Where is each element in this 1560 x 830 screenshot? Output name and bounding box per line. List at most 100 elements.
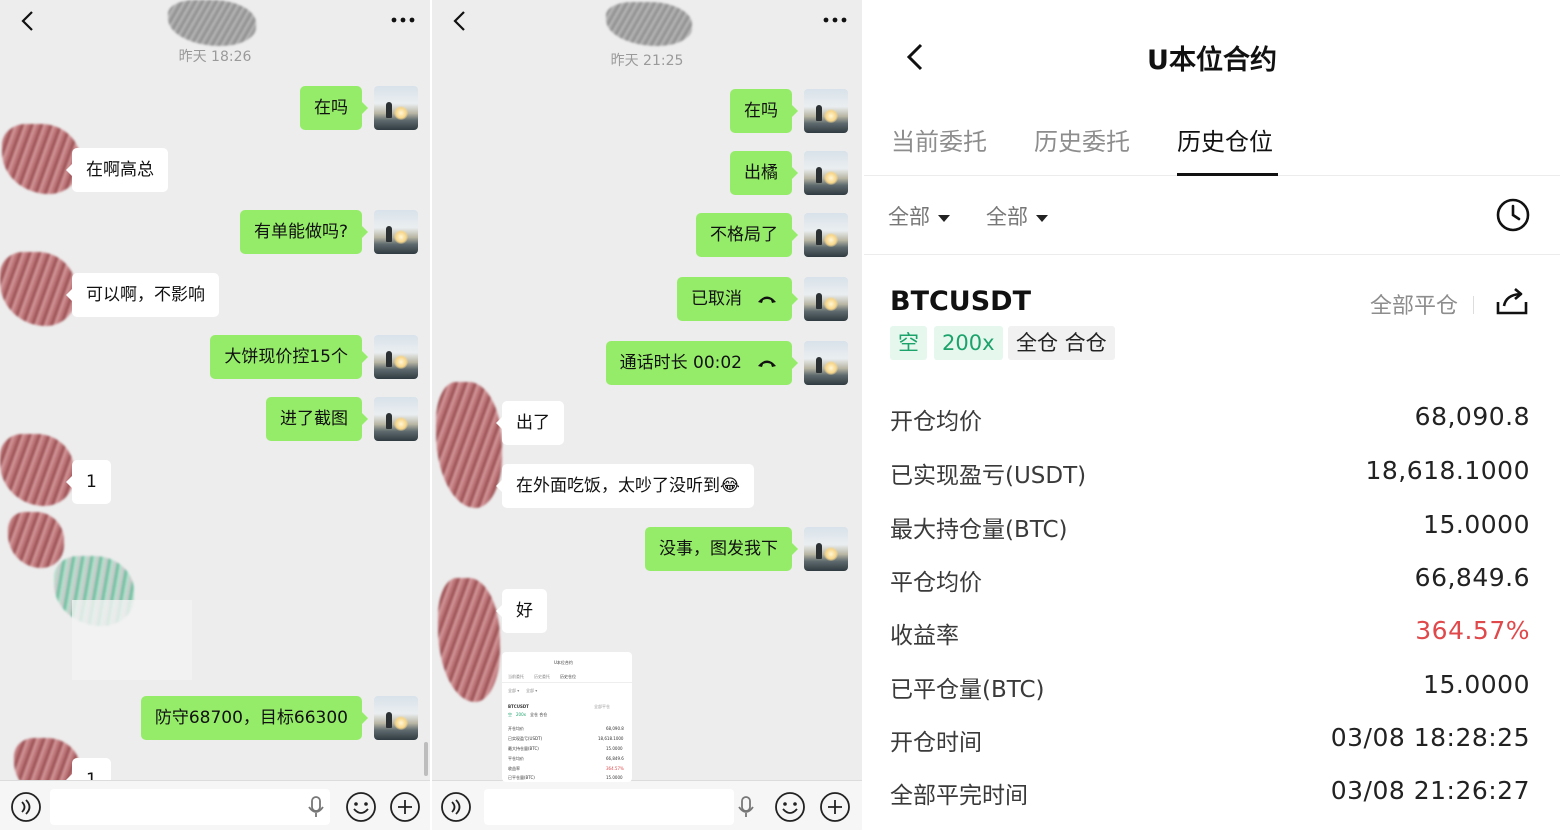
message-bubble[interactable]: 防守68700，目标66300: [140, 696, 369, 740]
message-input[interactable]: [484, 789, 734, 825]
message-bubble[interactable]: 在吗: [300, 86, 368, 130]
message-bubble[interactable]: 在啊高总: [66, 148, 168, 192]
more-dots-icon[interactable]: [822, 10, 848, 30]
avatar[interactable]: [374, 335, 418, 379]
page-title: U本位合约: [1147, 45, 1277, 76]
filter-dropdown-2[interactable]: 全部: [986, 201, 1048, 231]
avatar[interactable]: [374, 696, 418, 740]
margin-mode-tag: 全仓 合仓: [1008, 326, 1115, 360]
detail-label: 全部平完时间: [890, 783, 1028, 809]
thumb-row-value: 364.57%: [606, 766, 624, 771]
avatar[interactable]: [804, 341, 848, 385]
detail-value: 03/08 18:28:25: [1330, 723, 1530, 752]
symbol-name: BTCUSDT: [890, 286, 1032, 317]
thumb-row-label: 平仓均价: [508, 756, 524, 761]
message-bubble[interactable]: 在吗: [730, 89, 798, 133]
microphone-icon[interactable]: [300, 791, 332, 823]
chat-input-bar: [432, 780, 862, 830]
detail-value: 03/08 21:26:27: [1330, 776, 1530, 805]
filter-dropdown-1[interactable]: 全部: [888, 201, 950, 231]
message-bubble[interactable]: 可以啊，不影响: [66, 273, 219, 317]
avatar[interactable]: [804, 277, 848, 321]
phone-hangup-icon: [758, 296, 776, 303]
avatar[interactable]: [374, 86, 418, 130]
chat-header: [0, 0, 430, 46]
caret-down-icon: [1036, 214, 1048, 222]
chevron-left-icon[interactable]: [18, 10, 38, 32]
call-status-text: 通话时长 00:02: [619, 353, 742, 373]
thumb-tag: 全仓 合仓: [530, 712, 548, 717]
divider: [1473, 296, 1474, 314]
message-bubble[interactable]: 大饼现价控15个: [210, 335, 368, 379]
more-dots-icon[interactable]: [390, 10, 416, 30]
voice-icon[interactable]: [440, 791, 472, 823]
redacted-avatar: [438, 578, 500, 702]
message-bubble[interactable]: 有单能做吗?: [239, 210, 369, 254]
detail-value: 66,849.6: [1414, 563, 1530, 592]
active-tab-indicator: [1177, 173, 1278, 176]
tab-current-orders[interactable]: 当前委托: [891, 128, 987, 156]
thumb-row-value: 15.0000: [606, 775, 623, 780]
scrollbar[interactable]: [424, 742, 428, 776]
avatar[interactable]: [804, 213, 848, 257]
message-bubble[interactable]: 没事，图发我下: [645, 527, 798, 571]
message-bubble[interactable]: 在外面吃饭，太吵了没听到😂: [496, 464, 754, 508]
message-bubble[interactable]: 好: [496, 589, 547, 633]
emoji-icon[interactable]: [345, 791, 377, 823]
chevron-left-icon[interactable]: [450, 10, 470, 32]
message-bubble[interactable]: 出橘: [730, 151, 798, 195]
avatar[interactable]: [374, 397, 418, 441]
thumb-filter: 全部 ▾: [526, 688, 538, 693]
message-bubble[interactable]: 不格局了: [696, 213, 798, 257]
avatar[interactable]: [804, 151, 848, 195]
filter-label: 全部: [986, 205, 1028, 229]
call-duration-bubble[interactable]: 通话时长 00:02: [605, 341, 799, 385]
redacted-area: [72, 600, 192, 680]
redacted-avatar: [2, 124, 80, 194]
avatar[interactable]: [804, 89, 848, 133]
message-input[interactable]: [50, 789, 330, 825]
thumb-tab: 历史委托: [534, 674, 550, 679]
detail-label: 已平仓量(BTC): [890, 677, 1045, 703]
plus-icon[interactable]: [819, 791, 851, 823]
call-cancelled-bubble[interactable]: 已取消: [677, 277, 798, 321]
redacted-contact-name: [606, 2, 692, 46]
tab-order-history[interactable]: 历史委托: [1034, 128, 1130, 156]
message-bubble[interactable]: 1: [66, 460, 111, 504]
chat-window-2: 昨天 21:25 在吗 出橘 不格局了 已取消 通话时长 00:02 出了 在外…: [432, 0, 862, 830]
share-icon[interactable]: [1494, 286, 1530, 316]
message-bubble[interactable]: 出了: [496, 401, 564, 445]
thumb-row-value: 15.0000: [606, 746, 623, 751]
message-timestamp: 昨天 18:26: [178, 49, 252, 65]
redacted-avatar: [0, 252, 76, 326]
thumb-tab: 当前委托: [508, 674, 524, 679]
message-bubble[interactable]: 进了截图: [266, 397, 368, 441]
detail-label: 开仓均价: [890, 409, 982, 435]
voice-icon[interactable]: [10, 791, 42, 823]
microphone-icon[interactable]: [730, 791, 762, 823]
detail-value: 68,090.8: [1414, 402, 1530, 431]
detail-label: 已实现盈亏(USDT): [890, 463, 1087, 489]
thumb-row-label: 已实现盈亏(USDT): [508, 736, 543, 741]
redacted-avatar: [0, 434, 74, 506]
emoji-icon[interactable]: [774, 791, 806, 823]
chevron-left-icon[interactable]: [904, 42, 926, 72]
filter-bar: 全部 全部: [864, 177, 1560, 255]
message-timestamp: 昨天 21:25: [610, 53, 684, 69]
image-message-thumbnail[interactable]: U本位合约 当前委托 历史委托 历史仓位 全部 ▾ 全部 ▾ BTCUSDT 全…: [502, 652, 632, 782]
redacted-contact-name: [168, 0, 256, 46]
phone-hangup-icon: [758, 360, 776, 367]
detail-value: 15.0000: [1423, 510, 1530, 539]
thumb-row-label: 开仓均价: [508, 726, 524, 731]
close-all-label: 全部平仓: [1369, 294, 1458, 319]
filter-label: 全部: [888, 205, 930, 229]
tab-position-history[interactable]: 历史仓位: [1177, 128, 1273, 156]
avatar[interactable]: [374, 210, 418, 254]
avatar[interactable]: [804, 527, 848, 571]
clock-icon[interactable]: [1495, 197, 1531, 233]
redacted-avatar: [8, 512, 64, 568]
plus-icon[interactable]: [389, 791, 421, 823]
thumb-row-label: 收益率: [508, 766, 520, 771]
thumb-row-label: 已平仓量(BTC): [508, 775, 535, 780]
thumb-row-label: 最大持仓量(BTC): [508, 746, 539, 751]
